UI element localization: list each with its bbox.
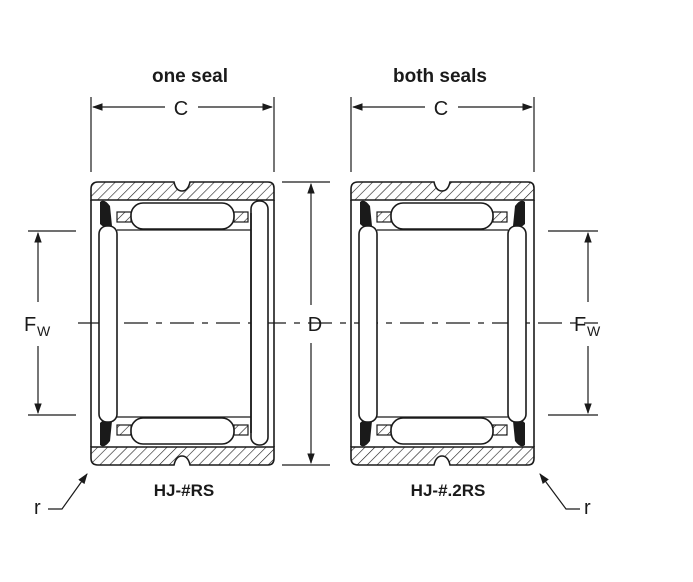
outer-ring-bottom-right <box>350 446 535 466</box>
dimension-c-left <box>90 97 275 172</box>
dimension-c-left-label: C <box>174 98 188 120</box>
seal-left-lip-2 <box>358 225 378 423</box>
seal-left-lip <box>98 225 118 423</box>
seal-left-bottom <box>100 419 112 447</box>
fw-right-label-main: F <box>574 314 586 336</box>
dimension-c-right <box>350 97 535 172</box>
bearing-both-seals <box>350 181 535 466</box>
radius-leader-right <box>539 473 580 510</box>
radius-label-left: r <box>34 497 41 519</box>
dimension-fw-right <box>548 230 598 416</box>
radius-label-right: r <box>584 497 591 519</box>
dimension-d <box>282 181 330 466</box>
dimension-d-label: D <box>308 314 322 336</box>
radius-leader-left <box>48 473 88 510</box>
fw-right-label-sub: W <box>587 323 601 339</box>
dimension-fw-left <box>28 230 76 416</box>
retaining-ring-right <box>250 200 269 446</box>
caption-hj-rs: HJ-#RS <box>154 481 214 500</box>
fw-left-label-sub: W <box>37 323 51 339</box>
outer-ring-bottom-left <box>90 446 275 466</box>
outer-ring-top-left <box>90 181 275 201</box>
caption-hj-2rs: HJ-#.2RS <box>411 481 486 500</box>
seal-left-top <box>100 200 112 228</box>
seal-right-lip <box>507 225 527 423</box>
needle-roller-top-left <box>130 202 235 230</box>
title-one-seal: one seal <box>152 66 228 87</box>
needle-roller-bottom-right <box>390 417 494 445</box>
bearing-one-seal <box>90 181 275 466</box>
needle-roller-top-right <box>390 202 494 230</box>
outer-ring-top-right <box>350 181 535 201</box>
dimension-c-right-label: C <box>434 98 448 120</box>
title-both-seals: both seals <box>393 66 487 87</box>
fw-left-label-main: F <box>24 314 36 336</box>
needle-roller-bottom-left <box>130 417 235 445</box>
